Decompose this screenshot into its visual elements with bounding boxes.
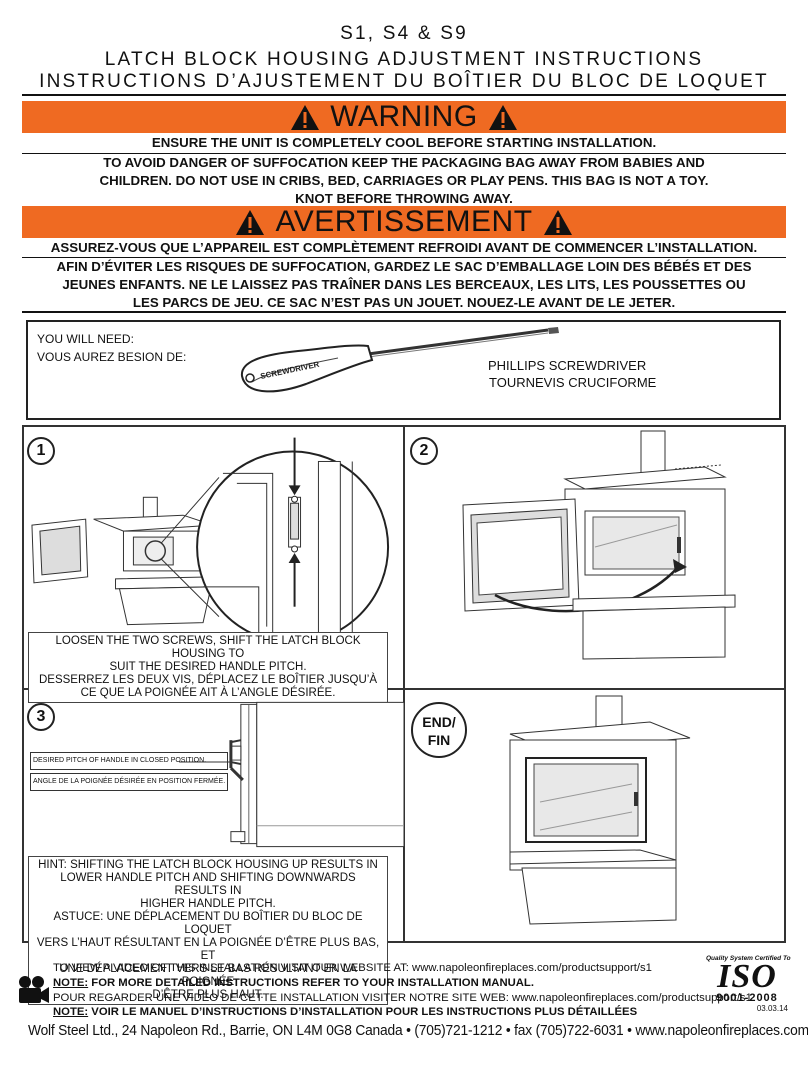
pitch-label-english: DESIRED PITCH OF HANDLE IN CLOSED POSITI… bbox=[30, 752, 229, 770]
caption-line: DESSERREZ LES DEUX VIS, DÉPLACEZ LE BOÎT… bbox=[38, 674, 378, 686]
video-camera-icon bbox=[19, 976, 49, 1003]
warning-line: KNOT BEFORE THROWING AWAY. bbox=[295, 191, 513, 206]
hint-line: UNE DÉPLACEMENT VERS LE BAS RÉSULTANT EN… bbox=[59, 963, 357, 988]
header-rule bbox=[22, 94, 786, 96]
hint-line: VERS L’HAUT RÉSULTANT EN LA POIGNÉE D’ÊT… bbox=[36, 937, 380, 962]
warning-divider bbox=[22, 257, 786, 258]
warning-divider bbox=[22, 153, 786, 154]
step-number-1: 1 bbox=[27, 437, 55, 465]
step2-stove-illustration bbox=[462, 430, 736, 660]
warning-text-english-body: TO AVOID DANGER OF SUFFOCATION KEEP THE … bbox=[22, 154, 786, 208]
warning-text-english: ENSURE THE UNIT IS COMPLETELY COOL BEFOR… bbox=[22, 134, 786, 152]
iso-badge: Quality System Certified To ISO 9001-200… bbox=[706, 955, 791, 1013]
caption-line: CE QUE LA POIGNÉE AIT À L’ANGLE DÉSIRÉE. bbox=[80, 687, 336, 699]
end-label-english: END/ bbox=[422, 714, 456, 730]
title-french: INSTRUCTIONS D’AJUSTEMENT DU BOÎTIER DU … bbox=[39, 71, 769, 92]
warning-banner: WARNING bbox=[22, 101, 786, 133]
warning-line: AFIN D’ÉVITER LES RISQUES DE SUFFOCATION… bbox=[56, 259, 752, 274]
hint-line: HINT: SHIFTING THE LATCH BLOCK HOUSING U… bbox=[38, 859, 378, 871]
warning-text-french-body: AFIN D’ÉVITER LES RISQUES DE SUFFOCATION… bbox=[22, 258, 786, 312]
need-label-french: VOUS AUREZ BESION DE: bbox=[37, 350, 187, 364]
video-link-french: POUR REGARDER UNE VIDÉO DE CETTE INSTALL… bbox=[53, 992, 752, 1004]
end-stove-illustration bbox=[509, 695, 691, 925]
warning-line: TO AVOID DANGER OF SUFFOCATION KEEP THE … bbox=[103, 155, 705, 170]
end-badge: END/ FIN bbox=[411, 702, 467, 758]
warning-triangle-icon bbox=[543, 209, 572, 235]
screwdriver-icon: SCREWDRIVER bbox=[240, 327, 559, 393]
pitch-label-french: ANGLE DE LA POIGNÉE DÉSIRÉE EN POSITION … bbox=[30, 773, 229, 791]
iso-number: 9001-2008 bbox=[716, 992, 778, 1004]
note-french: NOTE: VOIR LE MANUEL D’INSTRUCTIONS D’IN… bbox=[53, 1005, 637, 1020]
note-label: NOTE: bbox=[53, 977, 89, 989]
grid-divider-vertical bbox=[403, 425, 405, 943]
warning-bottom-rule bbox=[22, 311, 786, 313]
step1-stove-illustration bbox=[31, 437, 390, 647]
warning-text-french: ASSUREZ-VOUS QUE L’APPAREIL EST COMPLÈTE… bbox=[22, 239, 786, 257]
note-text: FOR MORE DETAILED INSTRUCTIONS REFER TO … bbox=[88, 977, 534, 989]
warning-triangle-icon bbox=[236, 209, 265, 235]
warning-line: ENSURE THE UNIT IS COMPLETELY COOL BEFOR… bbox=[151, 135, 657, 150]
tool-name-french: TOURNEVIS CRUCIFORME bbox=[489, 375, 657, 390]
grid-divider-horizontal bbox=[22, 688, 786, 690]
note-english: NOTE: FOR MORE DETAILED INSTRUCTIONS REF… bbox=[53, 976, 534, 991]
tools-needed-box: YOU WILL NEED: VOUS AUREZ BESION DE: PHI… bbox=[26, 320, 781, 420]
end-label-french: FIN bbox=[427, 732, 451, 748]
document-date: 03.03.14 bbox=[756, 1004, 788, 1013]
need-label-english: YOU WILL NEED: bbox=[37, 332, 134, 346]
iso-logo: ISO bbox=[717, 958, 777, 995]
warning-line: CHILDREN. DO NOT USE IN CRIBS, BED, CARR… bbox=[99, 173, 709, 188]
pitch-label: DESIRED PITCH OF HANDLE IN CLOSED POSITI… bbox=[30, 752, 229, 791]
caption-line: LOOSEN THE TWO SCREWS, SHIFT THE LATCH B… bbox=[55, 635, 361, 660]
step1-caption: LOOSEN THE TWO SCREWS, SHIFT THE LATCH B… bbox=[28, 632, 388, 703]
iso-caption: Quality System Certified To bbox=[706, 955, 791, 962]
hint-line: D’ÊTRE PLUS HAUT. bbox=[152, 989, 264, 1001]
video-link-english: TO VIEW A VIDEO OF THIS INSTALLATION VIS… bbox=[53, 962, 652, 974]
note-text: VOIR LE MANUEL D’INSTRUCTIONS D’INSTALLA… bbox=[88, 1006, 638, 1018]
tool-name-english: PHILLIPS SCREWDRIVER bbox=[488, 358, 647, 373]
warning-label: WARNING bbox=[330, 100, 478, 133]
step-number-3: 3 bbox=[27, 703, 55, 731]
warning-triangle-icon bbox=[291, 104, 320, 130]
avertissement-label: AVERTISSEMENT bbox=[275, 205, 533, 238]
avertissement-banner: AVERTISSEMENT bbox=[22, 206, 786, 238]
step-number-2: 2 bbox=[410, 437, 438, 465]
step3-hint-caption: HINT: SHIFTING THE LATCH BLOCK HOUSING U… bbox=[28, 856, 388, 1005]
note-label: NOTE: bbox=[53, 1006, 89, 1018]
warning-line: ASSUREZ-VOUS QUE L’APPAREIL EST COMPLÈTE… bbox=[50, 240, 758, 255]
hint-line: LOWER HANDLE PITCH AND SHIFTING DOWNWARD… bbox=[60, 872, 356, 897]
hint-line: HIGHER HANDLE PITCH. bbox=[140, 898, 276, 910]
step3-side-illustration bbox=[179, 701, 405, 848]
warning-triangle-icon bbox=[488, 104, 517, 130]
model-title: S1, S4 & S9 bbox=[340, 23, 468, 44]
warning-line: JEUNES ENFANTS. NE LE LAISSEZ PAS TRAÎNE… bbox=[62, 277, 746, 292]
warning-line: LES PARCS DE JEU. CE SAC N’EST PAS UN JO… bbox=[132, 295, 676, 310]
caption-line: SUIT THE DESIRED HANDLE PITCH. bbox=[109, 661, 307, 673]
hint-line: ASTUCE: UNE DÉPLACEMENT DU BOÎTIER DU BL… bbox=[53, 911, 363, 936]
title-english: LATCH BLOCK HOUSING ADJUSTMENT INSTRUCTI… bbox=[104, 49, 704, 70]
company-address: Wolf Steel Ltd., 24 Napoleon Rd., Barrie… bbox=[28, 1023, 808, 1039]
